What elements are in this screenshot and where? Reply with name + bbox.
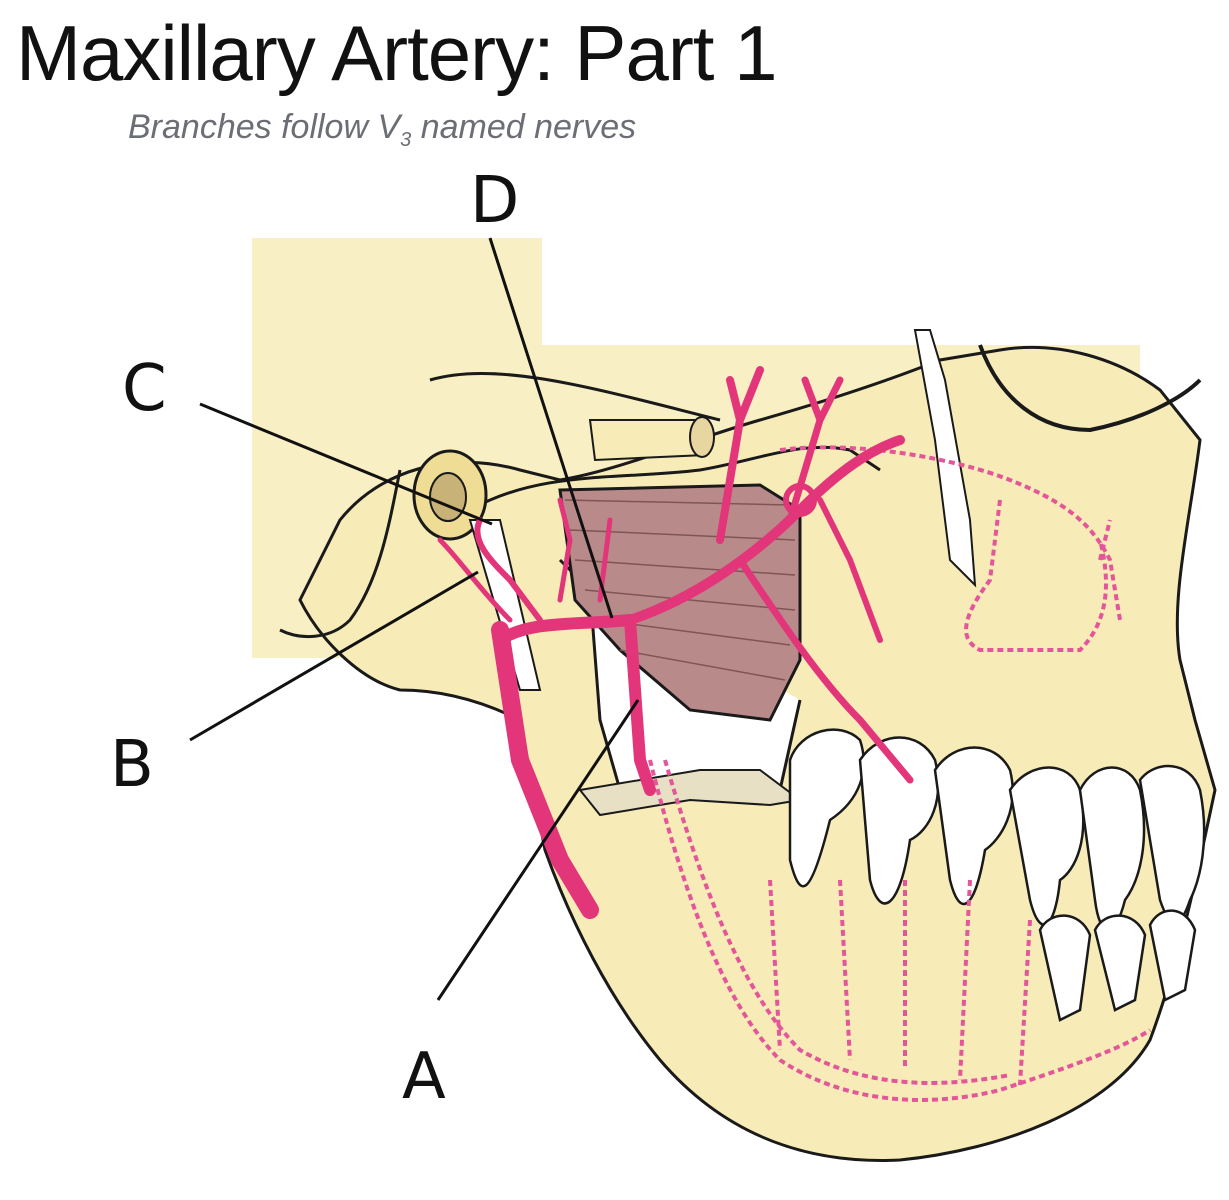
dashed-nerves: [648, 445, 1152, 1102]
subtitle-suffix: named nerves: [411, 108, 637, 146]
leader-line-a: [436, 699, 640, 1001]
teeth: [788, 728, 1206, 1022]
subtitle-prefix: Branches follow V: [128, 108, 401, 146]
leader-line-d: [488, 237, 614, 619]
leader-line-c: [199, 402, 493, 526]
skull-bone: [279, 329, 1217, 1162]
label-a: A: [402, 1040, 446, 1114]
label-d: D: [470, 164, 519, 238]
label-b: B: [110, 728, 154, 802]
page-subtitle: Branches follow V3 named nerves: [128, 108, 636, 152]
leader-lines: [189, 237, 640, 1001]
leader-line-b: [189, 570, 479, 742]
subtitle-subscript: 3: [400, 128, 412, 151]
label-c: C: [122, 352, 167, 426]
page-title: Maxillary Artery: Part 1: [16, 9, 778, 97]
